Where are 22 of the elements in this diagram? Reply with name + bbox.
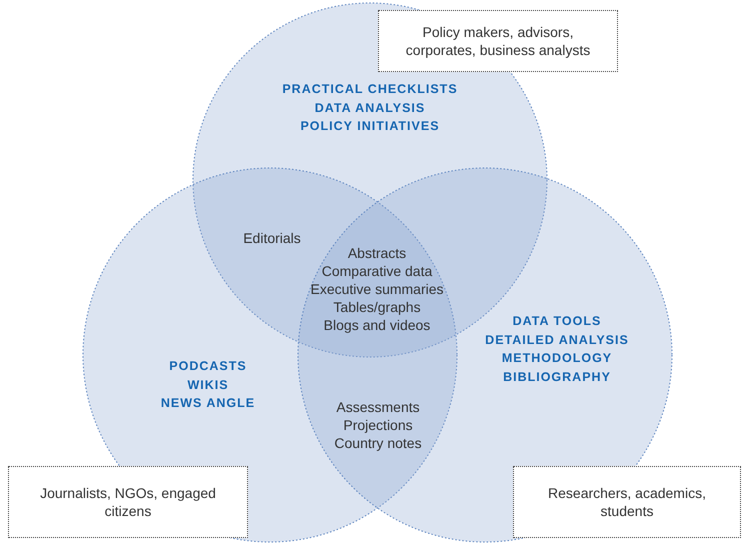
overlap-text: Comparative data [322,262,432,280]
audience-box: Policy makers, advisors, corporates, business analysts [378,10,618,72]
overlap-text: Country notes [334,434,422,452]
overlap-text: Executive summaries [310,280,444,298]
overlap-text: Editorials [243,229,301,247]
overlap-text: Assessments [336,398,420,416]
category-text: BIBLIOGRAPHY [503,368,611,386]
overlap-text: Blogs and videos [324,316,430,334]
category-text: WIKIS [187,376,229,394]
audience-box: Journalists, NGOs, engaged citizens [8,466,248,538]
overlap-text: Tables/graphs [333,298,421,316]
category-text: POLICY INITIATIVES [300,118,440,136]
audience-box: Researchers, academics, students [513,466,741,538]
category-text: DATA TOOLS [512,313,602,330]
category-text: PODCASTS [169,358,247,376]
category-text: DATA ANALYSIS [314,100,426,117]
category-text: DETAILED ANALYSIS [485,332,629,348]
category-text: PRACTICAL CHECKLISTS [282,81,458,98]
category-text: NEWS ANGLE [160,395,256,412]
overlap-text: Projections [343,416,413,434]
category-text: METHODOLOGY [502,350,612,367]
overlap-text: Abstracts [348,244,406,262]
